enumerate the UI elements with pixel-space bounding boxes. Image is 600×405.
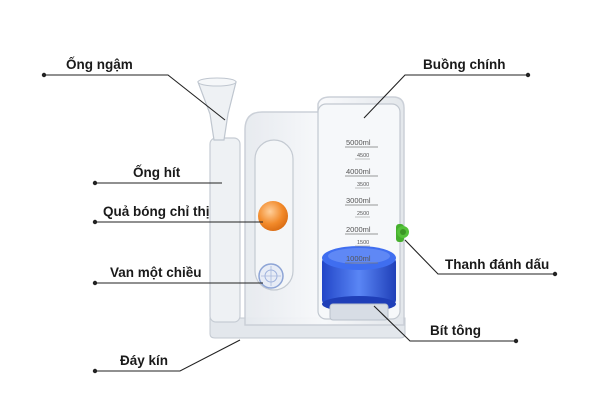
leader-sealed-base xyxy=(95,339,241,372)
leader-lines xyxy=(44,74,555,372)
scale-major-label: 2000ml xyxy=(346,225,371,234)
leader-piston xyxy=(373,305,516,342)
leader-marker-bar xyxy=(404,239,555,275)
volume-scale: 5000ml 4500 4000ml 3500 3000ml 2500 2000ml 1500… xyxy=(345,138,378,264)
scale-minor-label: 2500 xyxy=(357,211,369,217)
mouthpiece-shape xyxy=(197,81,237,141)
leader-mouthpiece xyxy=(44,74,226,121)
indicator-ball-shape xyxy=(258,201,288,231)
scale-major-label: 5000ml xyxy=(346,138,371,147)
scale-minor-label: 1500 xyxy=(357,240,369,246)
label-main-chamber: Buồng chính xyxy=(423,57,506,72)
scale-minor-label: 4500 xyxy=(357,153,369,159)
label-indicator-ball: Quả bóng chỉ thị xyxy=(103,204,210,219)
leader-main-chamber xyxy=(363,74,528,119)
marker-bar-shape xyxy=(396,224,409,242)
scale-major-label: 1000ml xyxy=(346,254,371,263)
label-sealed-base: Đáy kín xyxy=(120,353,169,368)
scale-major-label: 4000ml xyxy=(346,167,371,176)
label-marker-bar: Thanh đánh dấu xyxy=(445,257,550,272)
label-one-way-valve: Van một chiều xyxy=(110,265,202,280)
scale-minor-label: 3500 xyxy=(357,182,369,188)
label-piston: Bít tông xyxy=(430,323,481,338)
label-mouthpiece: Ống ngậm xyxy=(66,57,133,72)
scale-major-label: 3000ml xyxy=(346,196,371,205)
inhale-tube-shape xyxy=(209,137,241,323)
label-inhale-tube: Ống hít xyxy=(133,165,181,180)
piston-shape xyxy=(322,246,396,321)
leader-dots xyxy=(41,72,558,374)
